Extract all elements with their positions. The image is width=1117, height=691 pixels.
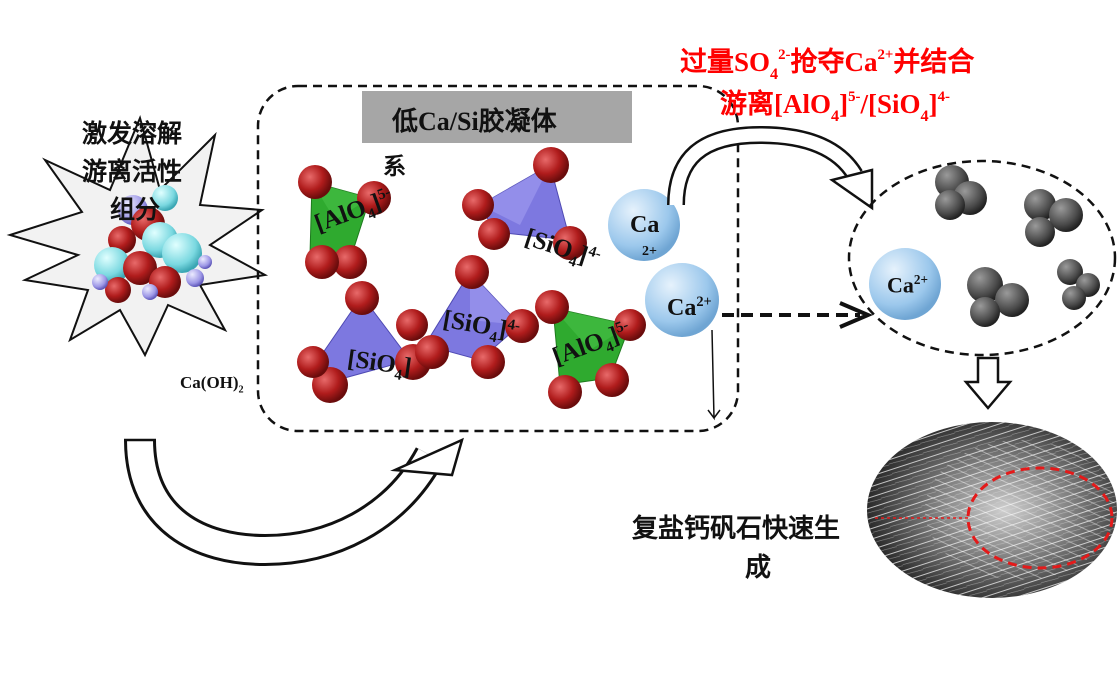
dark-sphere-clusters <box>935 165 1100 327</box>
gel-title-banner <box>362 91 632 143</box>
curved-arrow-top <box>667 125 874 211</box>
ca-label-ellipse: Ca2+ <box>887 272 928 298</box>
activation-label-line3: 组分 <box>110 197 161 224</box>
ca-label-middle: Ca2+ <box>667 294 712 321</box>
alo4-tetra-top-left <box>298 165 391 279</box>
gel-title-cont: 系 <box>383 154 406 179</box>
gel-system-box <box>256 84 740 433</box>
ettringite-label-line1: 复盐钙矾石快速生 <box>632 514 841 543</box>
sem-micrograph <box>867 422 1117 598</box>
dashed-arrow-right <box>722 301 874 329</box>
red-caption-line2: 游离[AlO4]5-/[SiO4]4- <box>720 89 950 125</box>
reaction-ellipse <box>847 159 1117 357</box>
curved-arrow-bottom <box>124 437 464 567</box>
mineral-cluster <box>92 185 212 303</box>
sio4-tetra-bottom-middle <box>396 255 539 379</box>
sio4-tetra-bottom-left <box>297 281 431 403</box>
ca-label-top: Ca <box>630 212 660 238</box>
red-caption-line1: 过量SO42-抢夺Ca2+并结合 <box>680 47 975 83</box>
gel-title: 低Ca/Si胶凝体 <box>392 107 557 136</box>
ca-sphere-ellipse <box>869 248 941 320</box>
activation-label-line1: 激发溶解 <box>82 121 183 148</box>
ca-charge-top: 2+ <box>642 244 657 259</box>
activation-label-line2: 游离活性 <box>82 159 183 186</box>
sio4-tetra-top-middle <box>462 147 587 260</box>
thin-down-arrow <box>707 329 721 421</box>
hollow-down-arrow <box>963 356 1013 410</box>
alo4-tetra-bottom-right <box>535 290 646 409</box>
ca-sphere-top <box>608 189 680 261</box>
ettringite-label-line2: 成 <box>745 553 772 582</box>
caoh2-label: Ca(OH)2 <box>180 373 244 396</box>
ca-sphere-middle <box>645 263 719 337</box>
